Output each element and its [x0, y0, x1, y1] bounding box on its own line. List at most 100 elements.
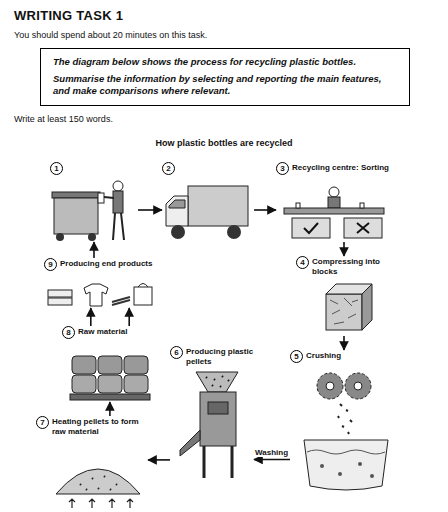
truck-wheel: [227, 225, 241, 239]
sack: [124, 356, 148, 374]
instruction-paragraph: Summarise the information by selecting a…: [53, 73, 397, 97]
flake: [358, 462, 362, 466]
stage-panel: 8Raw material: [62, 326, 158, 402]
flow-arrow: [343, 242, 345, 256]
step-number: 5: [290, 350, 303, 363]
sack: [72, 375, 96, 393]
flow-arrow: [128, 308, 130, 326]
stage-panel: 5Crushing: [290, 350, 400, 500]
hopper: [196, 372, 238, 392]
sorting-bin: [344, 218, 382, 238]
flow-arrow: [109, 402, 111, 416]
flow-arrow: [90, 308, 92, 326]
sack: [98, 356, 122, 374]
flow-arrow: [254, 209, 276, 211]
truck-wheel: [171, 225, 185, 239]
pencils: [112, 297, 130, 305]
step-label: Producing plastic pellets: [186, 346, 254, 366]
person-head: [113, 181, 123, 191]
stage-header: 9Producing end products: [44, 258, 154, 271]
step-label: Raw material: [78, 326, 127, 337]
edge-label: Washing: [254, 448, 289, 457]
bin-wheel: [88, 233, 96, 241]
heat-arrows: [69, 499, 133, 508]
tick-mark: [304, 223, 318, 233]
washing-tub: [304, 440, 388, 490]
step-number: 4: [296, 256, 309, 269]
stage-header: 6Producing plastic pellets: [170, 346, 254, 366]
page-heading: WRITING TASK 1: [14, 8, 123, 23]
pellet-pile: [56, 469, 140, 494]
block-texture: [330, 298, 358, 324]
truck-body: [188, 186, 248, 226]
step-number: 2: [162, 162, 175, 175]
machine-body: [200, 392, 236, 446]
machine-panel: [208, 402, 228, 414]
bin-wheel: [56, 233, 64, 241]
bin-lid: [52, 192, 100, 198]
container: [48, 290, 72, 297]
bottle: [296, 203, 300, 208]
instruction-box: The diagram below shows the process for …: [40, 48, 410, 106]
flow-arrow: [254, 459, 290, 461]
flow-arrow: [93, 242, 95, 258]
step-label: Producing end products: [60, 258, 152, 269]
stage-panel: 3Recycling centre: Sorting: [276, 162, 392, 242]
flake: [320, 464, 324, 468]
step-label: Compressing into blocks: [312, 256, 392, 276]
stage-header: 7Heating pellets to form raw material: [36, 416, 148, 436]
pallet: [70, 394, 150, 400]
person-limbs: [104, 197, 124, 240]
stage-header: 3Recycling centre: Sorting: [276, 162, 392, 175]
block-side: [362, 284, 372, 330]
machine-chute: [180, 430, 200, 456]
instruction-text: You should spend about 20 minutes on thi…: [14, 30, 207, 40]
stage-panel: 4Compressing into blocks: [296, 256, 392, 336]
container: [48, 298, 72, 305]
bottle: [98, 193, 104, 203]
stage-panel: 6Producing plastic pellets: [170, 346, 254, 480]
water-line: [307, 450, 385, 454]
flow-arrow: [148, 459, 170, 461]
sorting-bin: [292, 218, 330, 238]
cross-mark: [357, 223, 369, 233]
stage-header: 8Raw material: [62, 326, 158, 339]
stage-panel: 1: [50, 162, 138, 242]
step-label: Heating pellets to form raw material: [52, 416, 148, 436]
step-number: 1: [50, 162, 63, 175]
gear-hub: [326, 382, 334, 390]
flow-arrow: [343, 336, 345, 350]
bottle: [360, 203, 364, 208]
step-number: 8: [62, 326, 75, 339]
step-number: 7: [36, 416, 49, 429]
stage-panel: 7Heating pellets to form raw material: [36, 416, 148, 500]
crusher-gear: [317, 373, 343, 399]
block-front: [326, 294, 362, 330]
truck-cab: [166, 196, 188, 226]
instruction-text: Write at least 150 words.: [14, 114, 113, 124]
worker-body: [328, 197, 340, 208]
gear-hub: [354, 382, 362, 390]
flake: [370, 474, 374, 478]
step-label: Crushing: [306, 350, 341, 361]
stage-panel: 2: [162, 162, 254, 242]
step-number: 3: [276, 162, 289, 175]
pile-texture: [80, 476, 117, 490]
step-label: Recycling centre: Sorting: [292, 162, 389, 173]
person-body: [113, 191, 123, 213]
flow-arrow: [138, 209, 162, 211]
flake: [338, 472, 342, 476]
bin: [54, 198, 98, 234]
crusher-gear: [345, 373, 371, 399]
bag-handle: [138, 284, 148, 288]
sack: [98, 375, 122, 393]
plastic-flakes: [338, 404, 352, 434]
bag: [134, 287, 152, 305]
stage-panel: 9Producing end products: [44, 258, 154, 308]
step-number: 9: [44, 258, 57, 271]
worker-head: [329, 187, 339, 197]
diagram-title: How plastic bottles are recycled: [0, 138, 448, 148]
truck-window: [169, 200, 185, 208]
sorting-table: [284, 208, 384, 214]
